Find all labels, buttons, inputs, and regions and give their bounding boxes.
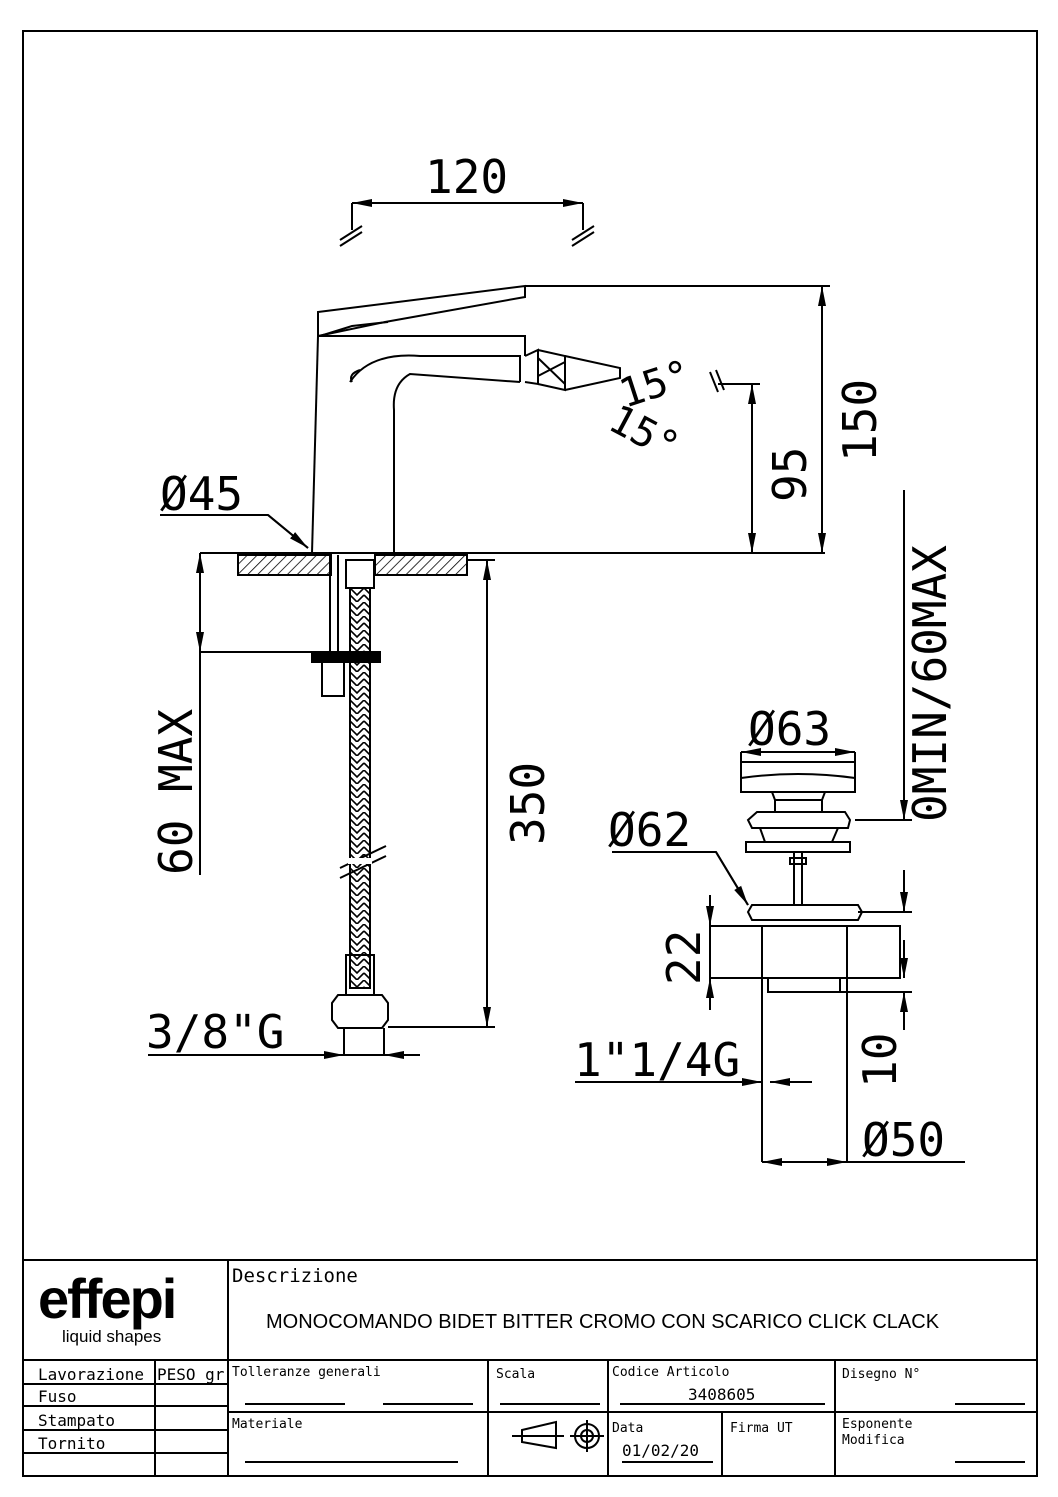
dim-10: 10 [853, 1033, 907, 1088]
materiale-label: Materiale [232, 1417, 303, 1432]
dimension-lines [148, 199, 830, 1059]
tolleranze-label: Tolleranze generali [232, 1365, 381, 1380]
braided-hose [331, 559, 389, 1056]
description-label: Descrizione [232, 1265, 358, 1287]
waste-dimension-lines [575, 490, 965, 1166]
fixing-stud [311, 555, 381, 697]
disegno-label: Disegno N° [842, 1367, 920, 1382]
dim-range-0-60: 0MIN/60MAX [903, 545, 957, 822]
peso-label: PESO gr [157, 1365, 225, 1384]
dim-120: 120 [425, 150, 508, 204]
dim-diameter-63: Ø63 [748, 702, 831, 756]
esponente-label: Esponente [842, 1417, 913, 1432]
dim-thread-3-8: 3/8"G [146, 1005, 284, 1059]
dim-95: 95 [763, 447, 817, 502]
codice-label: Codice Articolo [612, 1365, 729, 1380]
data-label: Data [612, 1421, 643, 1436]
description-text: MONOCOMANDO BIDET BITTER CROMO CON SCARI… [266, 1311, 940, 1333]
projection-symbol-icon [512, 1420, 604, 1452]
modifica-label: Modifica [842, 1433, 905, 1448]
dim-150: 150 [833, 379, 887, 462]
counter-top-right [374, 554, 468, 576]
scala-label: Scala [496, 1367, 535, 1382]
dim-350: 350 [501, 762, 555, 845]
counter-top-left [237, 554, 332, 576]
dim-diameter-45: Ø45 [160, 467, 243, 521]
data-value: 01/02/20 [622, 1441, 699, 1460]
sheet-border [22, 30, 1038, 1477]
tornito-label: Tornito [38, 1434, 105, 1453]
faucet-body [200, 284, 825, 554]
dim-angle-down: 15° [601, 396, 686, 471]
brand-logo: effepi [38, 1267, 175, 1330]
firma-label: Firma UT [730, 1421, 793, 1436]
fuso-label: Fuso [38, 1387, 77, 1406]
brand-tagline: liquid shapes [62, 1327, 161, 1346]
dim-thread-1-1-4: 1"1/4G [574, 1033, 740, 1087]
lavorazione-label: Lavorazione [38, 1365, 144, 1384]
dim-60-max: 60 MAX [149, 709, 203, 875]
title-block [23, 1259, 1037, 1476]
dim-diameter-50: Ø50 [862, 1113, 945, 1167]
dim-diameter-62: Ø62 [608, 803, 691, 857]
stampato-label: Stampato [38, 1411, 115, 1430]
dim-22: 22 [657, 930, 711, 985]
click-clack-waste [709, 761, 901, 1162]
codice-value: 3408605 [688, 1385, 755, 1404]
